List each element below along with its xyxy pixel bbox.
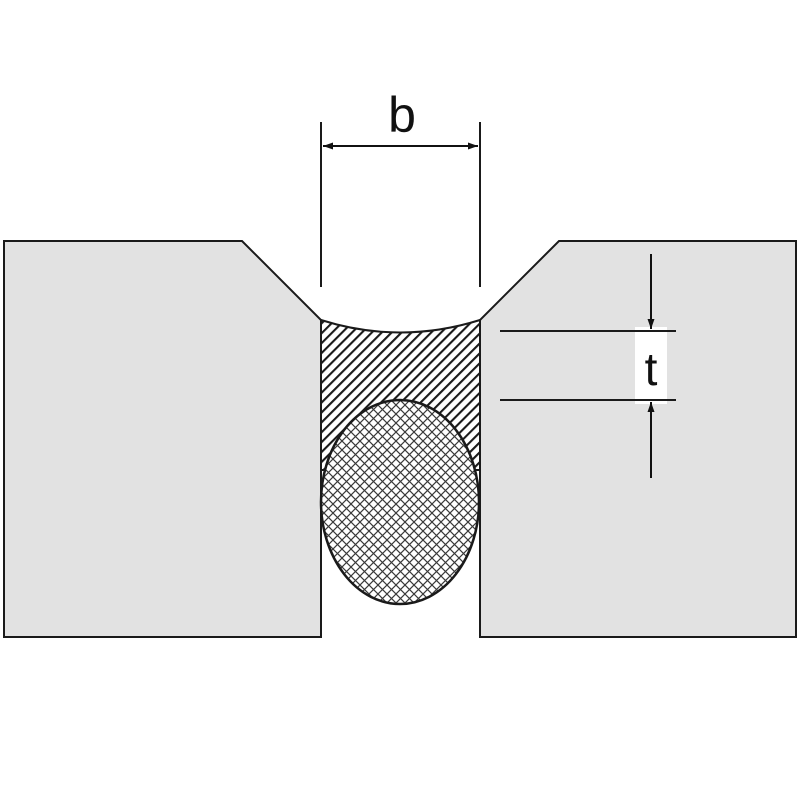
left-substrate: [3, 240, 322, 638]
t-label-box: [635, 327, 667, 404]
backer-rod: [319, 398, 481, 606]
right-substrate: [479, 240, 797, 638]
label-b: b: [388, 87, 416, 143]
label-t: t: [645, 343, 658, 395]
